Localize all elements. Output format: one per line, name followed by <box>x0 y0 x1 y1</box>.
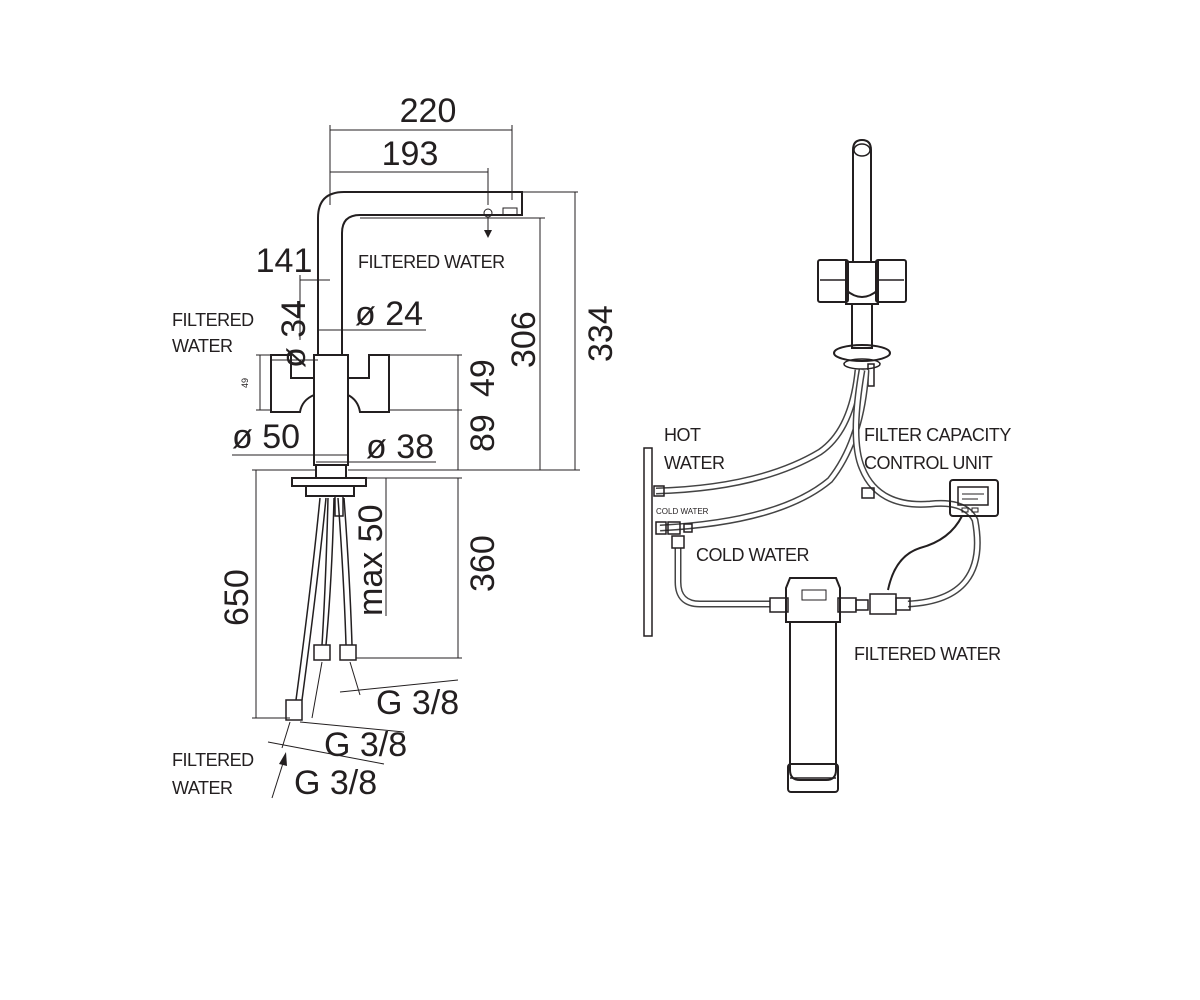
dim-89: 89 <box>464 414 502 452</box>
label-filtered-water-top: FILTERED WATER <box>358 252 505 272</box>
dim-306: 306 <box>505 311 543 368</box>
dim-49: 49 <box>464 359 502 397</box>
hose-connector <box>861 487 875 499</box>
flow-labels-right: HOT WATER FILTER CAPACITY CONTROL UNIT C… <box>656 425 1012 664</box>
dim-193: 193 <box>382 135 439 173</box>
dim-220: 220 <box>400 92 457 130</box>
dim-phi-34: ø 34 <box>275 300 313 368</box>
dim-650: 650 <box>218 569 256 626</box>
label-filtered-water-right: FILTERED WATER <box>854 644 1001 664</box>
installation-schematic: HOT WATER FILTER CAPACITY CONTROL UNIT C… <box>643 138 1012 793</box>
faucet-hoses <box>285 497 357 721</box>
dim-360: 360 <box>464 535 502 592</box>
label-hot-water-line2: WATER <box>664 453 725 473</box>
flow-labels-left: FILTERED WATER FILTERED WATER FILTERED W… <box>172 252 506 798</box>
dim-phi-38: ø 38 <box>366 428 434 466</box>
wall <box>643 447 653 637</box>
schematic-hoses <box>655 369 981 608</box>
dimension-lines <box>232 125 580 799</box>
label-filtered-water-side-line2: WATER <box>172 336 233 356</box>
thread-label-1: G 3/8 <box>376 684 459 722</box>
label-filtered-water-bottom-line2: WATER <box>172 778 233 798</box>
dim-49-small: 49 <box>240 378 250 388</box>
dim-141: 141 <box>256 242 313 280</box>
dim-334: 334 <box>582 305 620 362</box>
thread-label-3: G 3/8 <box>294 764 377 802</box>
label-filter-capacity-line1: FILTER CAPACITY <box>864 425 1011 445</box>
faucet-dimension-drawing: 220 193 141 ø 24 ø 34 334 306 49 89 49 ø… <box>172 92 620 802</box>
label-cold-water: COLD WATER <box>696 545 810 565</box>
filter-control-unit <box>887 479 999 591</box>
dim-phi-50: ø 50 <box>232 418 300 456</box>
label-hot-water-line1: HOT <box>664 425 701 445</box>
label-filtered-water-bottom-line1: FILTERED <box>172 750 254 770</box>
label-filtered-water-side-line1: FILTERED <box>172 310 254 330</box>
dimension-labels: 220 193 141 ø 24 ø 34 334 306 49 89 49 ø… <box>218 92 620 802</box>
wall-fittings <box>653 485 693 549</box>
dim-max-50: max 50 <box>352 505 390 617</box>
thread-label-2: G 3/8 <box>324 726 407 764</box>
label-cold-water-small: COLD WATER <box>656 507 709 516</box>
dim-phi-24: ø 24 <box>355 295 423 333</box>
label-filter-capacity-line2: CONTROL UNIT <box>864 453 993 473</box>
faucet-perspective <box>817 138 907 387</box>
faucet-body <box>270 191 523 517</box>
filter-cartridge <box>769 577 911 793</box>
